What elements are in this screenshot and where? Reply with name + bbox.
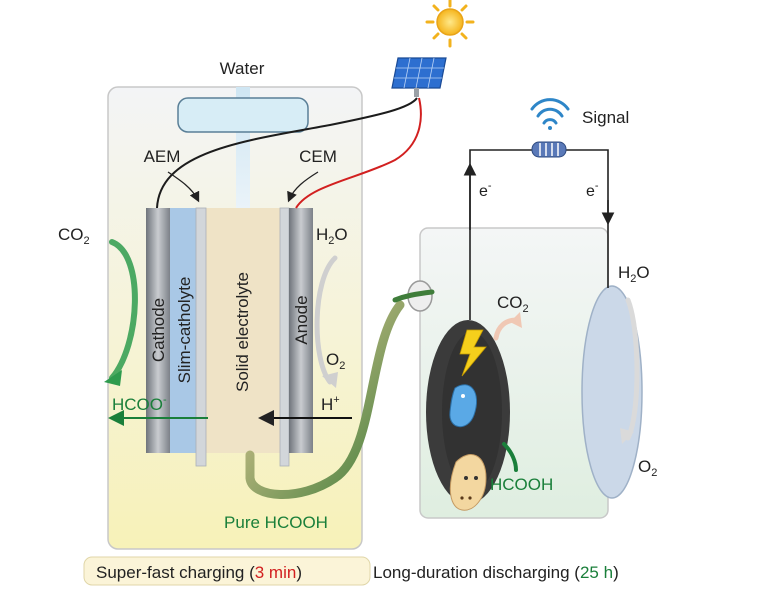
charging-caption: Super-fast charging (3 min) <box>96 563 302 582</box>
solid-electrolyte-label: Solid electrolyte <box>233 272 252 392</box>
mascot-icon <box>449 454 487 511</box>
h2o-left-label: H2O <box>316 225 348 247</box>
cem-label: CEM <box>299 147 337 166</box>
water-label: Water <box>220 59 265 78</box>
wifi-signal-icon <box>530 98 570 130</box>
resistor-icon <box>531 141 567 158</box>
aem-arrow <box>167 171 200 203</box>
discharging-caption: Long-duration discharging (25 h) <box>373 563 619 582</box>
wire-red <box>295 97 422 209</box>
h2o-o2-curved-arrow <box>314 255 338 385</box>
pure-hcooh-label: Pure HCOOH <box>224 513 328 532</box>
anode-label: Anode <box>292 295 311 344</box>
o2-right-label: O2 <box>638 457 657 479</box>
sun-icon <box>425 0 475 48</box>
external-circuit <box>463 149 615 320</box>
h2o-o2-right-arrow <box>625 297 640 441</box>
electron-left-label: e- <box>479 180 492 200</box>
hcooh-arrow <box>502 442 518 472</box>
h-plus-label: H+ <box>321 394 340 414</box>
slim-catholyte-label: Slim-catholyte <box>175 277 194 384</box>
h2o-right-label: H2O <box>618 263 650 285</box>
charging-caption-box <box>83 556 371 586</box>
electron-right-label: e- <box>586 180 599 200</box>
co2-left-label: CO2 <box>58 225 90 247</box>
electrolyzer-cell <box>107 86 363 550</box>
lightning-icon <box>459 329 487 377</box>
wire-black <box>156 97 418 209</box>
co2-right-label: CO2 <box>497 293 529 315</box>
co2-curved-arrow <box>109 239 138 381</box>
hcooh-right-label: HCOOH <box>490 475 553 494</box>
aem-label: AEM <box>144 147 181 166</box>
hcooh-tube <box>245 300 405 499</box>
hcoo-label: HCOO- <box>112 394 167 414</box>
cathode-label: Cathode <box>149 298 168 362</box>
cem-arrow <box>287 171 319 203</box>
o2-left-label: O2 <box>326 350 345 372</box>
solar-panel-icon <box>391 57 447 97</box>
signal-label: Signal <box>582 108 629 127</box>
droplet-icon <box>449 384 478 428</box>
